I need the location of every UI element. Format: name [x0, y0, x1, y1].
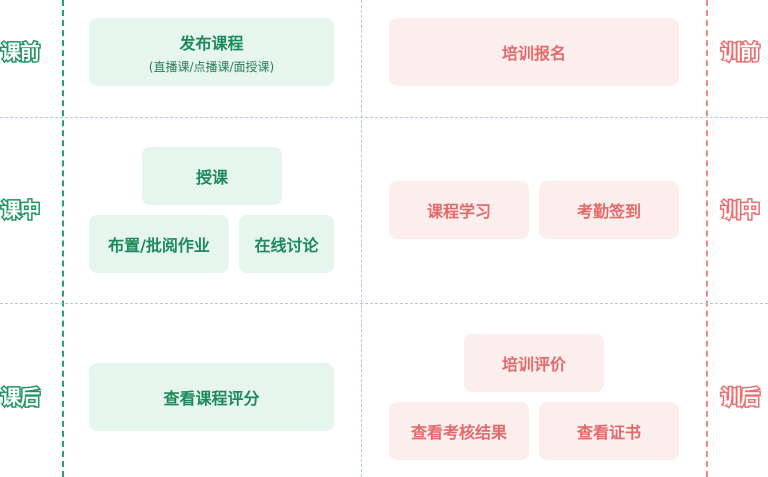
publish-course-title: 发布课程 — [179, 33, 244, 53]
view-course-rating-box: 查看课程评分 — [89, 363, 334, 431]
label-during-class: 课中 — [0, 197, 42, 224]
training-signup-label: 培训报名 — [501, 44, 566, 63]
exam-results-label: 查看考核结果 — [410, 423, 507, 442]
online-discussion-label: 在线讨论 — [254, 236, 319, 255]
label-before-training: 训前 — [720, 39, 762, 66]
center-divider-line — [361, 0, 362, 477]
course-divider-line — [62, 0, 64, 477]
training-evaluation-label: 培训评价 — [501, 355, 566, 374]
training-signup-box: 培训报名 — [389, 18, 679, 86]
label-after-training: 训后 — [720, 384, 762, 411]
course-study-label: 课程学习 — [426, 202, 491, 221]
view-course-rating-label: 查看课程评分 — [163, 389, 260, 408]
teach-label: 授课 — [195, 168, 228, 187]
view-certificate-label: 查看证书 — [576, 423, 641, 442]
label-before-class: 课前 — [0, 39, 42, 66]
attendance-checkin-label: 考勤签到 — [576, 202, 641, 221]
publish-course-box: 发布课程 (直播课/点播课/面授课) — [89, 18, 334, 86]
training-evaluation-box: 培训评价 — [464, 334, 604, 392]
assign-homework-box: 布置/批阅作业 — [89, 215, 229, 273]
label-during-training: 训中 — [720, 197, 762, 224]
publish-course-subtitle: (直播课/点播课/面授课) — [148, 59, 275, 74]
row-divider-bottom — [0, 303, 768, 304]
view-certificate-box: 查看证书 — [539, 402, 679, 460]
online-discussion-box: 在线讨论 — [239, 215, 334, 273]
course-study-box: 课程学习 — [389, 181, 529, 239]
row-divider-top — [0, 117, 768, 118]
assign-homework-label: 布置/批阅作业 — [108, 236, 210, 255]
exam-results-box: 查看考核结果 — [389, 402, 529, 460]
teach-box: 授课 — [142, 147, 282, 205]
training-divider-line — [706, 0, 708, 477]
attendance-checkin-box: 考勤签到 — [539, 181, 679, 239]
label-after-class: 课后 — [0, 384, 42, 411]
